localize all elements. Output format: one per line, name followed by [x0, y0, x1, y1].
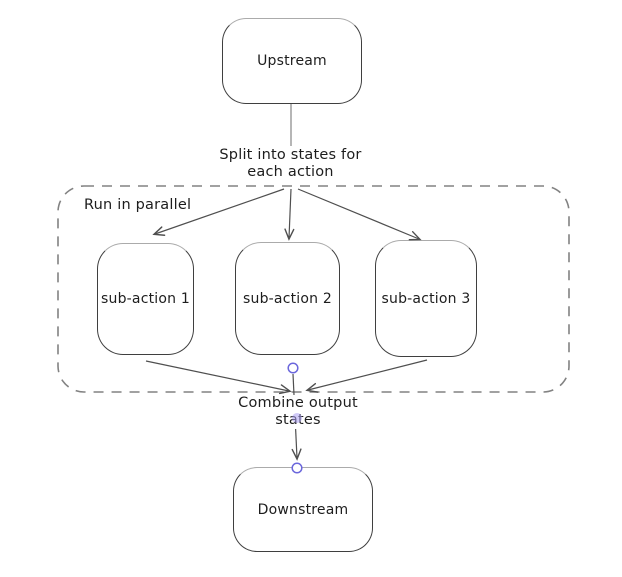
- node-sub-action-1-label: sub-action 1: [101, 291, 190, 307]
- node-sub-action-1[interactable]: sub-action 1: [97, 243, 194, 355]
- edge-label-split[interactable]: Split into states for each action: [188, 147, 393, 181]
- node-upstream[interactable]: Upstream: [222, 18, 362, 104]
- node-sub-action-2[interactable]: sub-action 2: [235, 242, 340, 355]
- edge-split-to-sub2[interactable]: [284, 188, 295, 241]
- node-downstream-label: Downstream: [257, 501, 349, 518]
- arrow-end-handle[interactable]: [291, 462, 303, 474]
- edge-label-combine[interactable]: Combine output states: [230, 395, 366, 429]
- edge-sub1-to-combine[interactable]: [145, 360, 292, 395]
- edge-sub3-to-combine[interactable]: [305, 359, 428, 393]
- node-sub-action-2-label: sub-action 2: [243, 290, 332, 307]
- node-sub-action-3[interactable]: sub-action 3: [375, 240, 477, 357]
- edge-split-to-sub1[interactable]: [152, 188, 285, 236]
- node-sub-action-3-label: sub-action 3: [381, 290, 471, 307]
- node-downstream[interactable]: Downstream: [233, 467, 373, 552]
- edge-split-to-sub3[interactable]: [297, 188, 422, 241]
- arrow-start-handle[interactable]: [287, 362, 299, 374]
- arrow-midpoint-handle[interactable]: [292, 413, 302, 423]
- parallel-group-label[interactable]: Run in parallel: [84, 197, 192, 213]
- node-upstream-label: Upstream: [257, 53, 327, 69]
